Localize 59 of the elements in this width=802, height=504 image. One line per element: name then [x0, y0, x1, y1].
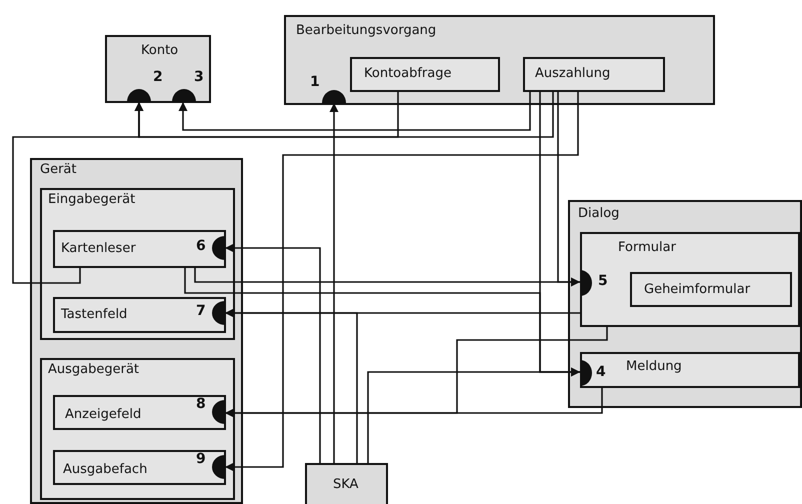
port-number: 1	[310, 74, 320, 90]
arrow	[184, 268, 580, 376]
component-label: Auszahlung	[535, 66, 610, 81]
group-title: Tastenfeld	[61, 307, 128, 322]
connector-port	[212, 455, 225, 479]
connector-port	[580, 270, 592, 296]
arrow	[178, 92, 531, 131]
port-number: 6	[196, 238, 206, 254]
group-title: Anzeigefeld	[65, 407, 142, 422]
connector-port	[212, 236, 225, 260]
container-box	[53, 395, 226, 430]
group-title: Gerät	[40, 162, 76, 177]
container-box	[580, 232, 800, 327]
arrow	[225, 388, 603, 418]
group-title: Meldung	[626, 359, 682, 374]
group-title: Formular	[618, 240, 676, 255]
component-label: Kontoabfrage	[364, 66, 452, 81]
port-number: 5	[598, 273, 608, 289]
arrow	[225, 244, 321, 463]
group-title: Dialog	[578, 206, 620, 221]
container-box	[284, 15, 715, 105]
arrow	[225, 308, 358, 463]
container-box	[30, 158, 243, 504]
group-title: Kartenleser	[61, 241, 136, 256]
container-box	[53, 230, 226, 268]
connector-port	[172, 89, 196, 102]
group-title: Ausgabefach	[63, 462, 148, 477]
group-title: Bearbeitungsvorgang	[296, 23, 436, 38]
arrow	[194, 268, 580, 286]
component-box	[523, 57, 665, 92]
port-number: 4	[596, 364, 606, 380]
port-number: 7	[196, 303, 206, 319]
component-box	[350, 57, 500, 92]
connector-port	[322, 90, 346, 103]
container-box	[105, 35, 211, 103]
container-box	[568, 200, 802, 408]
container-box	[53, 297, 226, 333]
arrow	[330, 103, 338, 463]
port-number: 2	[153, 69, 163, 85]
group-title: Ausgabegerät	[48, 362, 140, 377]
group-title: Eingabegerät	[48, 192, 136, 207]
group-title: Konto	[141, 43, 178, 58]
container-box	[40, 188, 235, 340]
component-label: Geheimformular	[644, 282, 750, 297]
port-number: 8	[196, 396, 206, 412]
container-box	[53, 450, 226, 485]
port-number: 9	[196, 451, 206, 467]
arrow	[134, 92, 554, 138]
connector-port	[580, 360, 592, 386]
container-box	[580, 352, 800, 388]
component-box	[305, 463, 388, 504]
connector-port	[212, 400, 225, 424]
component-box	[630, 272, 792, 307]
connector-port	[212, 301, 225, 325]
component-label: SKA	[333, 477, 358, 492]
connector-port	[127, 89, 151, 102]
container-box	[40, 358, 235, 500]
port-number: 3	[194, 69, 204, 85]
arrow	[225, 92, 579, 472]
